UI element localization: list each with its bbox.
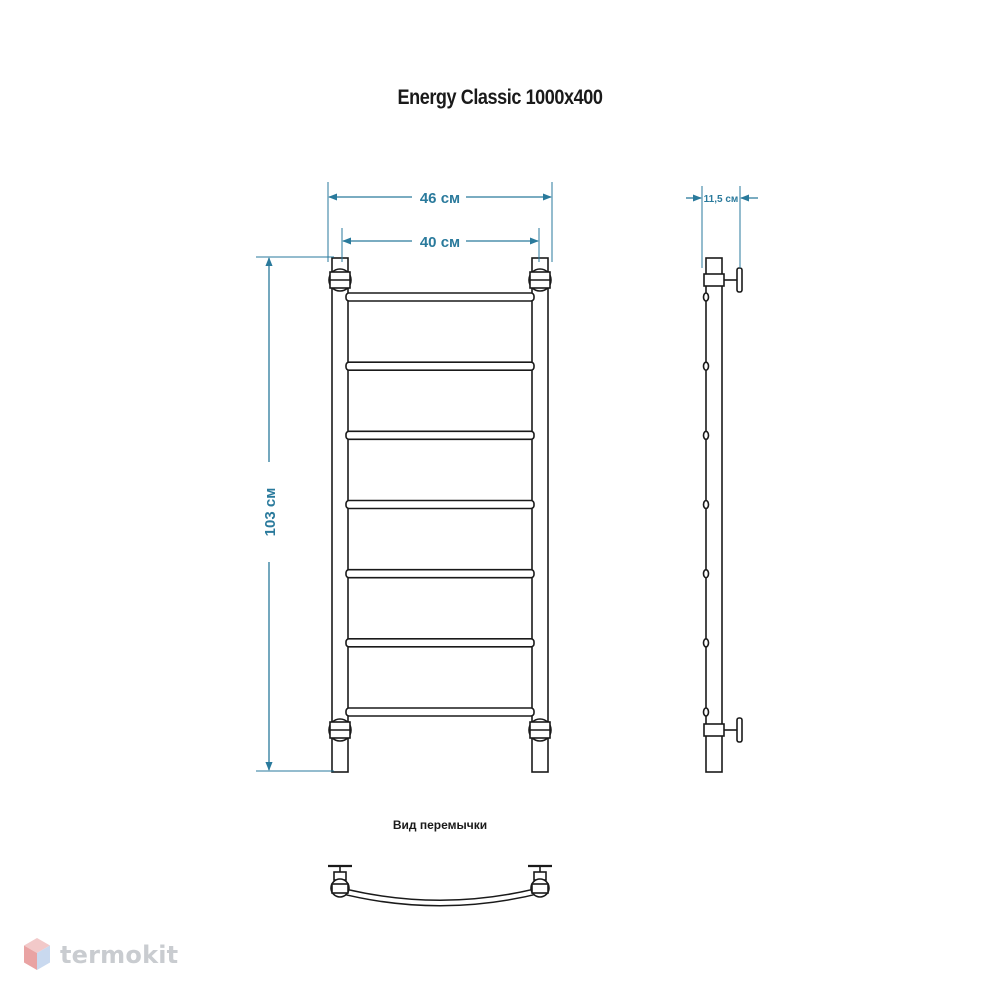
rung: [345, 568, 535, 579]
side-rung-end: [702, 430, 710, 441]
brand-logo: termokit: [22, 934, 178, 976]
rungs: [345, 292, 535, 717]
crossbar-view-label: Вид перемычки: [392, 818, 488, 832]
page-title: Energy Classic 1000x400: [397, 86, 603, 109]
side-rung-end: [702, 361, 710, 371]
right-pipe: [531, 257, 549, 773]
side-rung-end: [702, 499, 710, 510]
rung: [345, 707, 535, 717]
right-top-coupling: [528, 268, 552, 292]
rung: [345, 430, 535, 441]
left-pipe: [331, 257, 349, 773]
side-rung-end: [702, 707, 710, 717]
side-view: [702, 257, 743, 773]
brand-name: termokit: [60, 941, 179, 969]
cube-icon: [24, 938, 50, 970]
rung: [345, 638, 535, 648]
front-dimensions: 46 см 40 см 103 см: [256, 182, 553, 772]
side-rung-end: [702, 292, 710, 302]
side-rung-ends: [702, 292, 710, 717]
depth-label: 11,5 см: [704, 194, 739, 205]
rung: [345, 361, 535, 371]
side-pipe: [705, 257, 723, 773]
left-bottom-coupling: [328, 718, 352, 742]
rung: [345, 499, 535, 510]
front-view: [328, 257, 552, 773]
height-label: 103 см: [262, 488, 279, 537]
width-inner-label: 40 см: [420, 234, 460, 251]
side-rung-end: [702, 638, 710, 648]
side-rung-end: [702, 568, 710, 579]
width-outer-label: 46 см: [420, 190, 460, 207]
side-dimensions: 11,5 см: [686, 186, 758, 268]
crossbar-view: [328, 864, 552, 907]
rung: [345, 292, 535, 302]
left-top-coupling: [328, 268, 352, 292]
right-bottom-coupling: [528, 718, 552, 742]
